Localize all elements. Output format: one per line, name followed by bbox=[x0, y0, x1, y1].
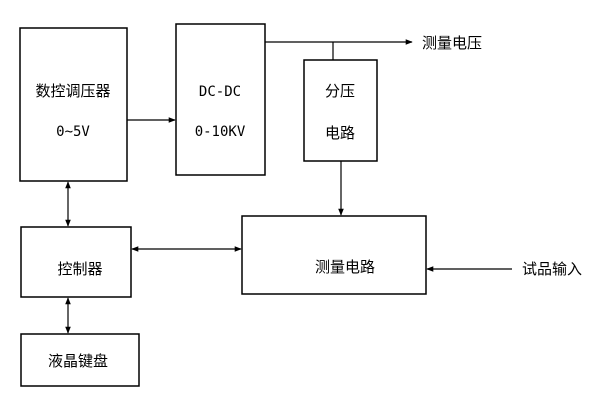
divider-line1: 分压 bbox=[325, 82, 355, 100]
measure-block: 测量电路 bbox=[241, 215, 427, 295]
divider-block: 分压 电路 bbox=[303, 59, 378, 162]
lcd-box bbox=[20, 333, 140, 387]
controller-block: 控制器 bbox=[20, 226, 132, 298]
sample-input-label: 试品输入 bbox=[522, 260, 582, 278]
regulator-block: 数控调压器 0~5V bbox=[19, 27, 128, 182]
regulator-range: 0~5V bbox=[56, 124, 90, 140]
divider-box bbox=[303, 59, 378, 162]
lcd-block: 液晶键盘 bbox=[20, 333, 140, 387]
measure-label: 测量电路 bbox=[315, 258, 375, 276]
dcdc-box bbox=[175, 23, 266, 176]
controller-label: 控制器 bbox=[57, 260, 102, 278]
measure-voltage-label: 测量电压 bbox=[422, 34, 482, 52]
measure-box bbox=[241, 215, 427, 295]
lcd-label: 液晶键盘 bbox=[48, 352, 108, 370]
regulator-box bbox=[19, 27, 128, 182]
regulator-title: 数控调压器 bbox=[35, 82, 110, 100]
controller-box bbox=[20, 226, 132, 298]
dcdc-title: DC-DC bbox=[199, 84, 241, 100]
dcdc-range: 0-10KV bbox=[195, 124, 246, 140]
divider-line2: 电路 bbox=[325, 124, 355, 142]
dcdc-block: DC-DC 0-10KV bbox=[175, 23, 266, 176]
